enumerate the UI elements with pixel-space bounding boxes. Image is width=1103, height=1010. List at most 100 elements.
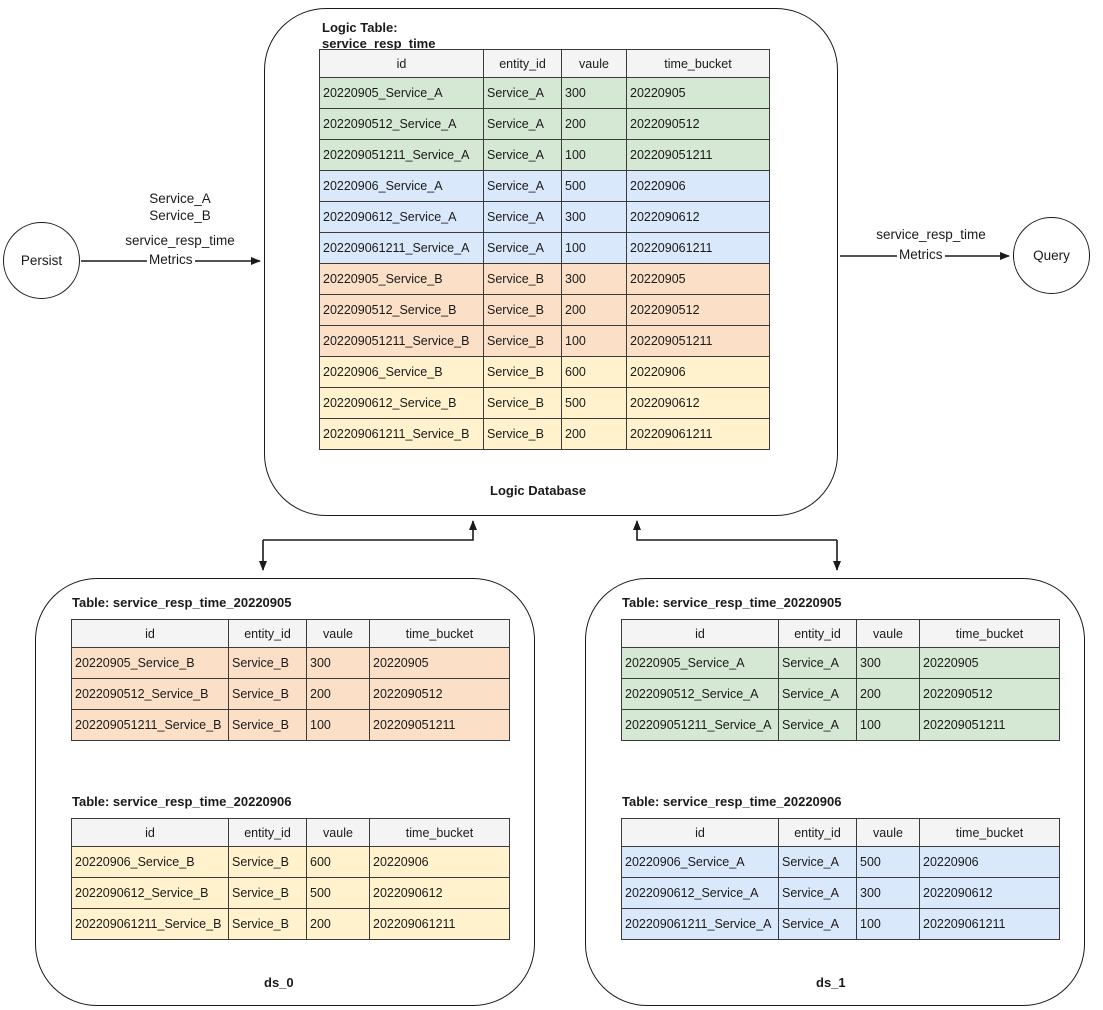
cell-vaule: 100 [856,709,920,741]
query-edge-label-metrics: Metrics [897,247,945,262]
persist-node[interactable]: Persist [3,222,80,299]
cell-time-bucket: 202209061211 [626,418,770,450]
cell-time-bucket: 20220906 [919,846,1060,878]
cell-entity-id: Service_B [483,294,562,326]
column-header-entity-id: entity_id [228,818,307,847]
cell-vaule: 200 [856,678,920,710]
query-edge-label-metric-name: service_resp_time [876,227,986,242]
ds0-table1-title: Table: service_resp_time_20220906 [72,794,292,809]
cell-entity-id: Service_B [228,678,307,710]
cell-time-bucket: 2022090512 [626,108,770,140]
cell-vaule: 100 [306,709,370,741]
table-header-row: id entity_id vaule time_bucket [71,619,510,648]
column-header-vaule: vaule [856,818,920,847]
cell-entity-id: Service_A [483,139,562,171]
cell-entity-id: Service_A [778,846,857,878]
cell-vaule: 300 [561,77,627,109]
cell-time-bucket: 20220905 [919,647,1060,679]
column-header-time-bucket: time_bucket [369,818,510,847]
table-header-row: id entity_id vaule time_bucket [621,619,1060,648]
cell-id: 20220905_Service_A [319,77,484,109]
ds0-table-service-resp-time-20220906: id entity_id vaule time_bucket 20220906_… [71,818,510,940]
cell-vaule: 200 [561,108,627,140]
cell-time-bucket: 202209061211 [626,232,770,264]
column-header-time-bucket: time_bucket [369,619,510,648]
cell-entity-id: Service_B [228,908,307,940]
cell-time-bucket: 20220905 [626,263,770,295]
cell-vaule: 500 [856,846,920,878]
cell-time-bucket: 202209051211 [369,709,510,741]
cell-id: 202209051211_Service_B [319,325,484,357]
cell-id: 2022090612_Service_B [319,387,484,419]
cell-time-bucket: 2022090612 [919,877,1060,909]
cell-vaule: 100 [561,232,627,264]
cell-entity-id: Service_A [778,877,857,909]
cell-vaule: 200 [306,908,370,940]
query-node[interactable]: Query [1013,217,1090,294]
cell-entity-id: Service_A [778,908,857,940]
cell-id: 20220906_Service_A [319,170,484,202]
cell-id: 2022090612_Service_A [621,877,779,909]
cell-entity-id: Service_A [778,678,857,710]
cell-vaule: 300 [306,647,370,679]
cell-vaule: 200 [561,418,627,450]
column-header-id: id [71,619,229,648]
cell-id: 202209061211_Service_A [319,232,484,264]
cell-entity-id: Service_A [483,77,562,109]
cell-id: 202209051211_Service_B [71,709,229,741]
column-header-vaule: vaule [856,619,920,648]
column-header-id: id [319,49,484,78]
logic-database-caption: Logic Database [490,483,587,498]
cell-entity-id: Service_B [483,325,562,357]
ds1-table0-title: Table: service_resp_time_20220905 [622,595,842,610]
column-header-entity-id: entity_id [778,619,857,648]
cell-entity-id: Service_B [483,263,562,295]
column-header-entity-id: entity_id [483,49,562,78]
cell-vaule: 500 [306,877,370,909]
cell-time-bucket: 2022090512 [369,678,510,710]
table-header-row: id entity_id vaule time_bucket [319,49,770,78]
cell-vaule: 200 [306,678,370,710]
cell-entity-id: Service_A [483,170,562,202]
ds0-table-service-resp-time-20220905: id entity_id vaule time_bucket 20220905_… [71,619,510,741]
cell-vaule: 300 [856,877,920,909]
cell-id: 202209061211_Service_A [621,908,779,940]
cell-vaule: 100 [561,139,627,171]
cell-vaule: 300 [856,647,920,679]
ds0-table0-title: Table: service_resp_time_20220905 [72,595,292,610]
persist-edge-label-service-a: Service_A [149,191,211,206]
cell-time-bucket: 202209051211 [919,709,1060,741]
cell-id: 202209061211_Service_B [319,418,484,450]
column-header-vaule: vaule [306,619,370,648]
persist-edge-label-service-b: Service_B [149,208,211,223]
cell-id: 2022090612_Service_A [319,201,484,233]
cell-time-bucket: 2022090512 [626,294,770,326]
persist-edge-label-metric-name: service_resp_time [125,233,235,248]
cell-entity-id: Service_A [778,709,857,741]
column-header-time-bucket: time_bucket [626,49,770,78]
cell-time-bucket: 2022090612 [626,201,770,233]
cell-time-bucket: 20220906 [626,356,770,388]
cell-vaule: 500 [561,387,627,419]
cell-vaule: 100 [561,325,627,357]
cell-time-bucket: 20220906 [369,846,510,878]
cell-id: 20220905_Service_B [71,647,229,679]
cell-vaule: 200 [561,294,627,326]
column-header-vaule: vaule [306,818,370,847]
